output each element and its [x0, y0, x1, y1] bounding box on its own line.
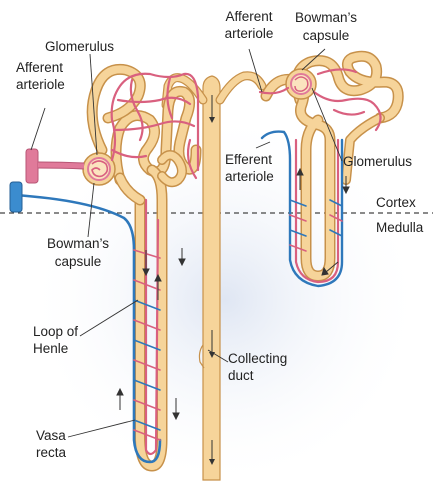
label-afferent-arteriole-top-line1: Afferent: [213, 9, 285, 24]
label-efferent-arteriole-line1: Efferent: [225, 152, 272, 167]
label-afferent-arteriole-left-line2: arteriole: [16, 77, 65, 92]
label-loop-of-henle-line2: Henle: [33, 341, 68, 356]
label-vasa-recta-line2: recta: [36, 445, 66, 460]
label-medulla: Medulla: [376, 220, 423, 235]
label-collecting-duct-line2: duct: [228, 368, 254, 383]
label-cortex: Cortex: [376, 195, 416, 210]
label-efferent-arteriole-line2: arteriole: [225, 169, 274, 184]
label-bowmans-capsule-top-line1: Bowman’s: [289, 10, 363, 25]
label-afferent-arteriole-top-line2: arteriole: [213, 26, 285, 41]
label-glomerulus-right: Glomerulus: [343, 154, 412, 169]
label-vasa-recta-line1: Vasa: [36, 428, 66, 443]
label-loop-of-henle-line1: Loop of: [33, 324, 78, 339]
label-bowmans-capsule-left-line2: capsule: [40, 254, 116, 269]
label-afferent-arteriole-left-line1: Afferent: [16, 60, 63, 75]
label-bowmans-capsule-top-line2: capsule: [289, 28, 363, 43]
label-collecting-duct-line1: Collecting: [228, 351, 287, 366]
label-bowmans-capsule-left-line1: Bowman’s: [40, 236, 116, 251]
label-glomerulus-left: Glomerulus: [45, 39, 114, 54]
